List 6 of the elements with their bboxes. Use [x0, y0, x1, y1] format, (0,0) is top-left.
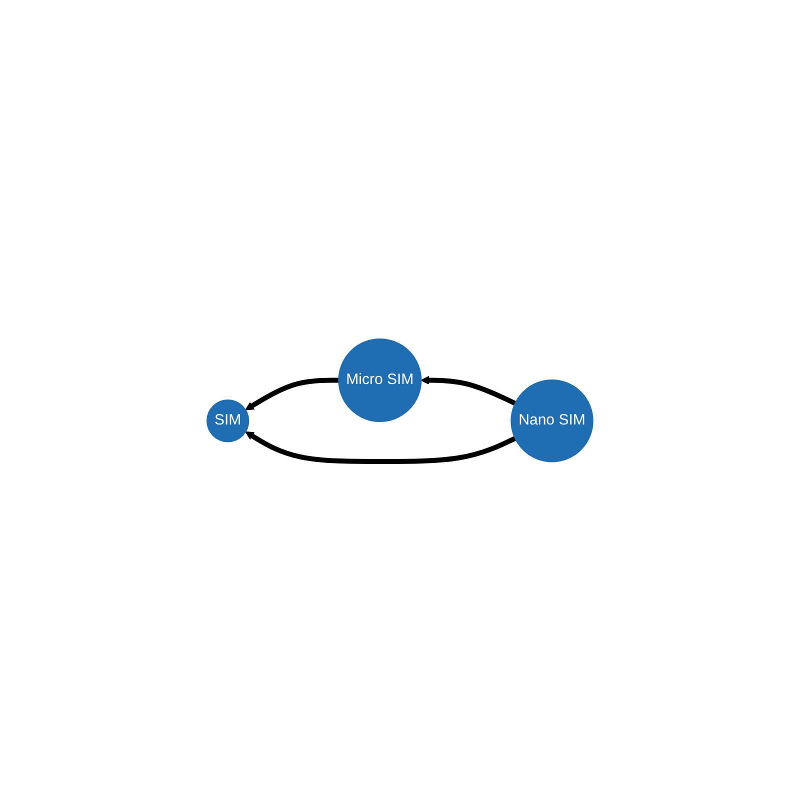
node-circle: SIM	[206, 399, 250, 442]
node-circle: Micro SIM	[338, 338, 422, 422]
arrow	[245, 431, 516, 464]
arrow	[245, 377, 339, 410]
node-circle: Nano SIM	[510, 379, 594, 462]
arrow	[420, 376, 516, 406]
